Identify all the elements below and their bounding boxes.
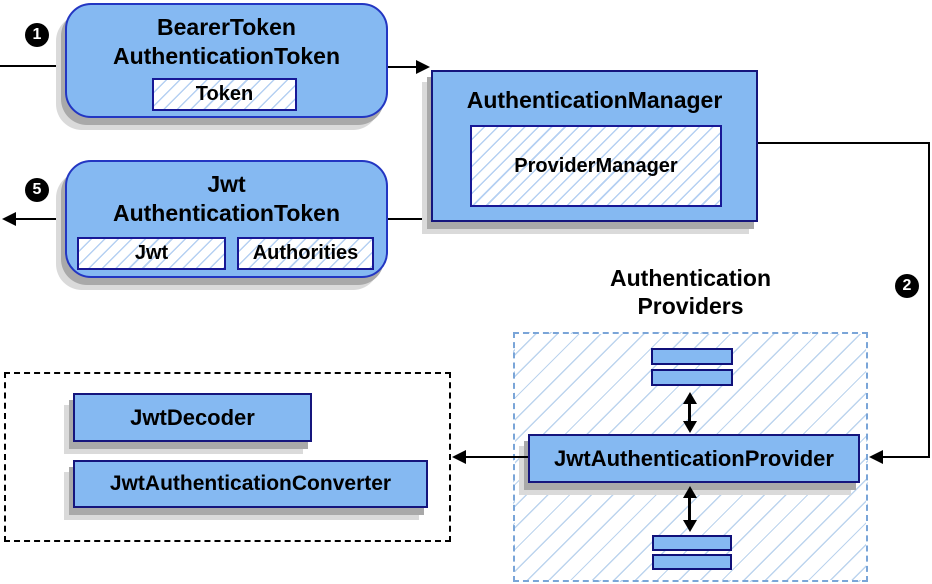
step-2-badge: 2 (895, 274, 919, 298)
connector-manager-to-jwt-token (388, 218, 431, 220)
connector-incoming-request (0, 65, 65, 67)
caption-line: Providers (637, 293, 744, 319)
node-title: JwtAuthenticationConverter (109, 472, 392, 495)
node-title-line: AuthenticationToken (112, 200, 340, 226)
node-title-line: Jwt (207, 171, 246, 197)
node-title: AuthenticationManager (466, 87, 723, 113)
caption-line: Authentication (610, 265, 771, 291)
arrowhead-down-icon (683, 520, 697, 532)
node-title-line: BearerToken (157, 14, 296, 40)
arrowhead-up-icon (683, 486, 697, 498)
node-title: JwtAuthenticationProvider (554, 445, 834, 471)
provider-placeholder-bar (651, 348, 733, 365)
connector-step2-top (758, 142, 930, 144)
provider-placeholder-bar (652, 554, 732, 570)
node-jwt-decoder: JwtDecoder (73, 393, 312, 442)
field-label: Authorities (252, 242, 359, 264)
field-jwt: Jwt (77, 237, 226, 270)
field-authorities: Authorities (237, 237, 374, 270)
connector-step2-bottom (883, 456, 930, 458)
field-label: ProviderManager (514, 154, 678, 177)
connector-provider-to-decoder (465, 456, 528, 458)
node-title: JwtDecoder (130, 404, 255, 430)
node-title-line: AuthenticationToken (112, 43, 340, 69)
field-provider-manager: ProviderManager (470, 125, 722, 207)
connector-providers-vertical-top (688, 401, 691, 423)
field-token: Token (152, 78, 297, 111)
arrowhead-left-icon (869, 450, 883, 464)
arrowhead-up-icon (683, 392, 697, 404)
step-5-badge: 5 (25, 178, 49, 202)
provider-placeholder-bar (652, 535, 732, 551)
field-label: Jwt (134, 242, 169, 264)
connector-step5-out (16, 218, 65, 220)
arrowhead-left-icon (2, 212, 16, 226)
field-label: Token (195, 83, 254, 105)
provider-placeholder-bar (651, 369, 733, 386)
arrowhead-down-icon (683, 421, 697, 433)
connector-step2-side (928, 142, 930, 458)
connector-token-to-manager (388, 66, 416, 68)
step-1-badge: 1 (25, 23, 49, 47)
arrowhead-left-icon (452, 450, 466, 464)
authentication-providers-caption: Authentication Providers (513, 264, 868, 320)
connector-providers-vertical-bottom (688, 495, 691, 522)
node-jwt-authentication-converter: JwtAuthenticationConverter (73, 460, 428, 508)
node-jwt-authentication-provider: JwtAuthenticationProvider (528, 434, 860, 483)
arrowhead-right-icon (416, 60, 430, 74)
